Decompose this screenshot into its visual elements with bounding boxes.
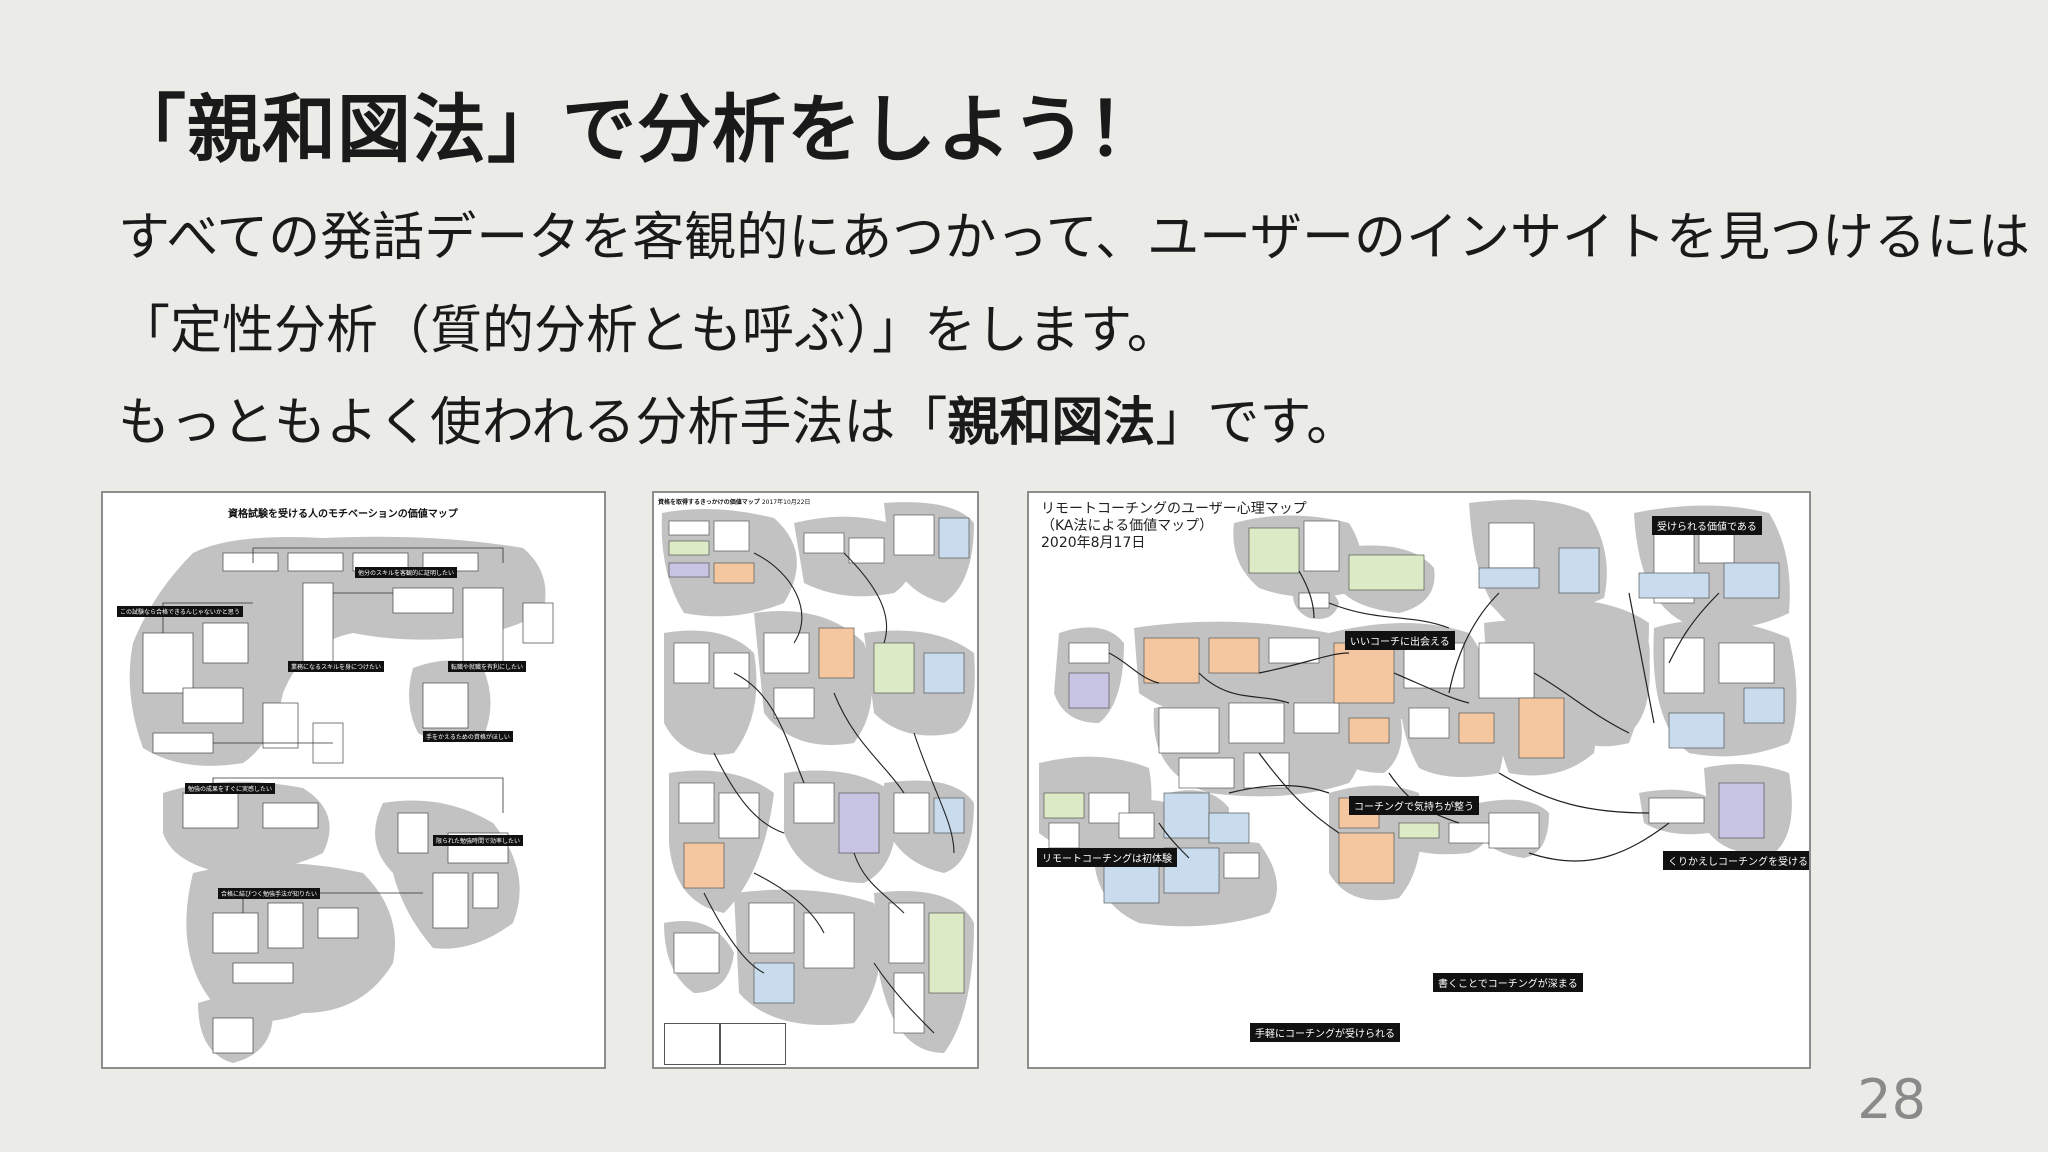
figure-3-title: リモートコーチングのユーザー心理マップ （KA法による価値マップ） 2020年8… [1041, 501, 1307, 552]
figure-3-title-line-3: 2020年8月17日 [1041, 535, 1146, 551]
figure-3-tag-5: くりかえしコーチングを受ける [1663, 851, 1809, 870]
figure-2-title-text: 資格を取得するきっかけの価値マップ [658, 499, 760, 506]
figure-2-legend-note-2 [720, 1023, 786, 1065]
figure-2-title: 資格を取得するきっかけの価値マップ 2017年10月22日 [658, 497, 810, 506]
body-line-1: すべての発話データを客観的にあつかって、ユーザーのインサイトを見つけるには [118, 208, 2031, 268]
figure-3-map-graphic [1039, 499, 1797, 927]
figure-1-tag-5: 手をかえるための資格がほしい [423, 731, 513, 742]
body-line-3: もっともよく使われる分析手法は「親和図法」です。 [118, 380, 1358, 455]
value-map-figure-2: 資格を取得するきっかけの価値マップ 2017年10月22日 [652, 491, 979, 1069]
figure-1-tag-6: 勉強の成果をすぐに実感したい [185, 783, 276, 794]
body-line-3-pre: もっともよく使われる分析手法は「 [118, 393, 948, 453]
figure-1-tag-2: この試験なら合格できるんじゃないかと思う [117, 606, 243, 617]
figure-2-map-graphic [661, 502, 975, 1053]
value-map-figure-1: 資格試験を受ける人のモチベーションの価値マップ 他分のスキルを客観的に証明したい… [101, 491, 606, 1069]
figure-3-tag-6: 書くことでコーチングが深まる [1433, 973, 1583, 992]
figure-1-tag-4: 転職や就職を有利にしたい [448, 661, 527, 672]
figure-1-tag-7: 限られた勉強時間で効率したい [433, 835, 524, 846]
figure-3-tag-4: リモートコーチングは初体験 [1037, 848, 1177, 867]
figure-3-title-line-1: リモートコーチングのユーザー心理マップ [1041, 501, 1307, 517]
slide-title: 「親和図法」で分析をしよう！ [112, 87, 1162, 173]
figure-3-title-line-2: （KA法による価値マップ） [1041, 518, 1214, 534]
figure-3-tag-1: 受けられる価値である [1652, 516, 1762, 535]
figure-1-title: 資格試験を受ける人のモチベーションの価値マップ [228, 509, 458, 520]
figure-3-tag-2: いいコーチに出会える [1345, 631, 1455, 650]
page-number: 28 [1857, 1068, 1926, 1131]
figure-1-tag-8: 合格に結びつく勉強手法が知りたい [218, 888, 321, 899]
figure-3-tag-7: 手軽にコーチングが受けられる [1250, 1023, 1400, 1042]
emphasis-affinity-diagram: 親和図法 [947, 393, 1156, 453]
figure-1-map-graphic [129, 536, 554, 1063]
figure-2-date: 2017年10月22日 [761, 499, 811, 506]
figure-3-tag-3: コーチングで気持ちが整う [1349, 796, 1479, 815]
figure-2-legend-note-1 [664, 1023, 720, 1065]
body-line-3-post: 」です。 [1155, 393, 1359, 453]
value-map-figure-3: リモートコーチングのユーザー心理マップ （KA法による価値マップ） 2020年8… [1027, 491, 1811, 1069]
body-line-2: 「定性分析（質的分析とも呼ぶ）」をします。 [118, 301, 1179, 361]
figure-1-tag-1: 他分のスキルを客観的に証明したい [355, 567, 458, 578]
figure-1-tag-3: 業務になるスキルを身につけたい [288, 661, 385, 672]
